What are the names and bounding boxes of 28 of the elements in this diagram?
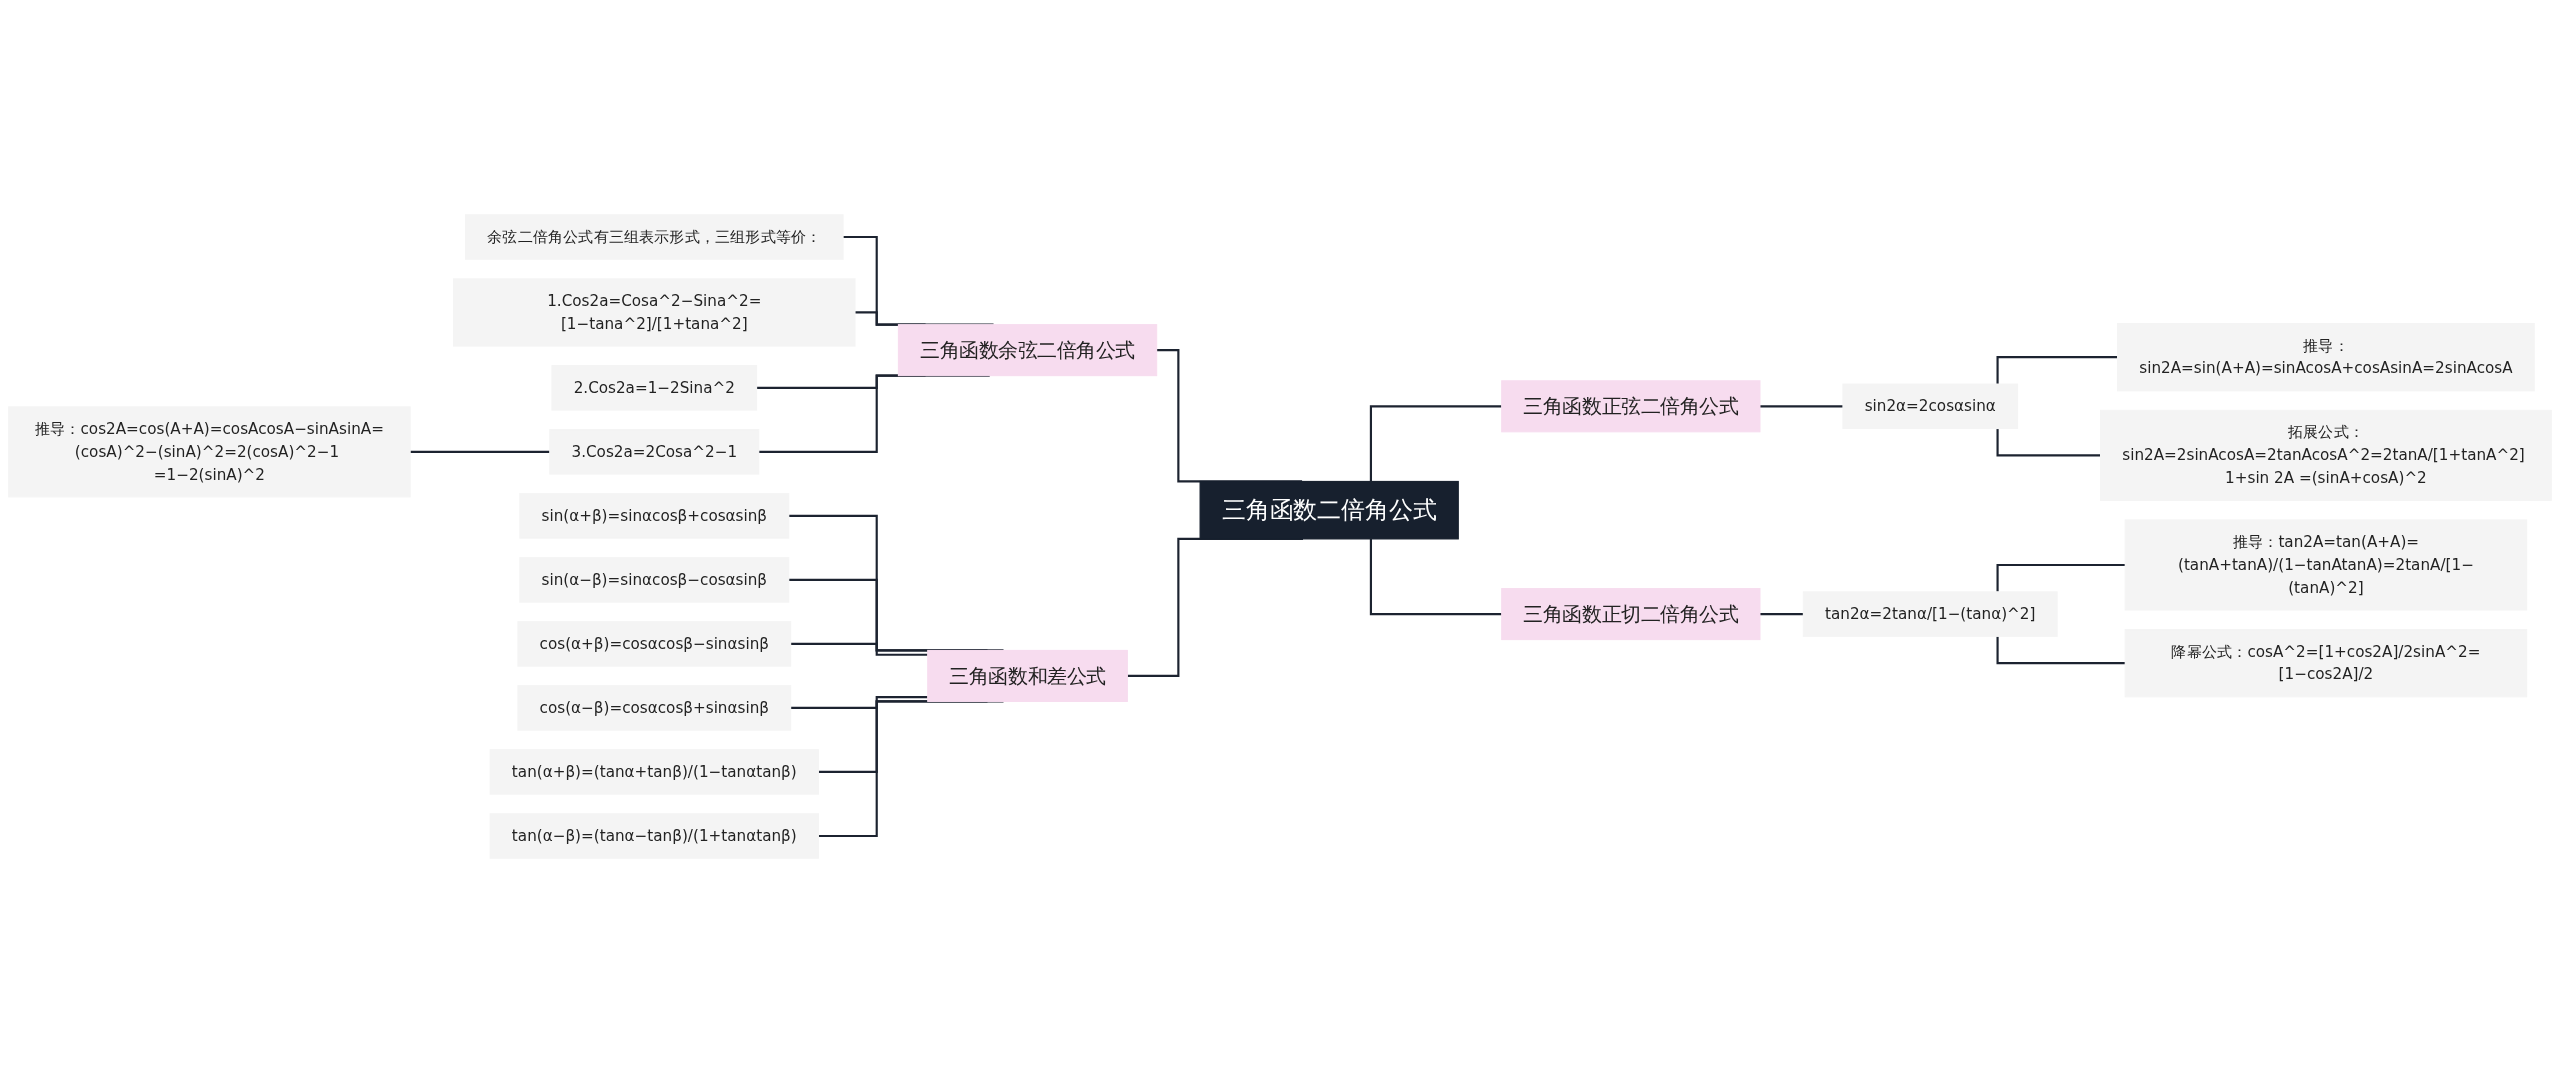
- node-box: sin(α−β)=sinαcosβ−cosαsinβ: [519, 557, 790, 603]
- node-box: cos(α+β)=cosαcosβ−sinαsinβ: [517, 621, 792, 667]
- node-box: 余弦二倍角公式有三组表示形式，三组形式等价：: [464, 214, 844, 260]
- node-box: 推导：tan2A=tan(A+A)=(tanA+tanA)/(1−tanAtanA)=2tanA/[1−(tanA)^2]: [2124, 519, 2528, 611]
- node-box: 3.Cos2a=2Cosa^2−1: [549, 429, 760, 475]
- connector: [1996, 428, 2101, 457]
- node-box: 拓展公式：sin2A=2sinAcosA=2tanAcosA^2=2tanA/[1+tanA^2] 1+sin 2A =(sinA+cosA)^2: [2100, 409, 2552, 501]
- node-box: cos(α−β)=cosαcosβ+sinαsinβ: [517, 685, 792, 731]
- node-box: 三角函数正弦二倍角公式: [1501, 380, 1761, 433]
- node-box: tan(α+β)=(tanα+tanβ)/(1−tanαtanβ): [489, 749, 819, 795]
- node-box: 推导：sin2A=sin(A+A)=sinAcosA+cosAsinA=2sinAcosA: [2117, 323, 2535, 392]
- node-box: sin(α+β)=sinαcosβ+cosαsinβ: [519, 493, 790, 539]
- node-box: 2.Cos2a=1−2Sina^2: [551, 365, 758, 411]
- connector: [1996, 356, 2118, 385]
- node-box: 三角函数正切二倍角公式: [1501, 588, 1761, 641]
- node-box: 三角函数二倍角公式: [1199, 480, 1459, 540]
- connector: [1996, 636, 2126, 665]
- node-box: 推导：cos2A=cos(A+A)=cosAcosA−sinAsinA=(cosA)^2−(sinA)^2=2(cosA)^2−1 =1−2(sinA)^2: [8, 406, 411, 498]
- connector: [1369, 405, 1502, 482]
- node-box: 三角函数和差公式: [927, 649, 1128, 702]
- node-box: 降幂公式：cosA^2=[1+cos2A]/2sinA^2=[1−cos2A]/2: [2124, 629, 2528, 698]
- connector: [1369, 538, 1502, 616]
- node-box: sin2α=2cosαsinα: [1842, 383, 2019, 430]
- node-box: 1.Cos2a=Cosa^2−Sina^2=[1−tana^2]/[1+tana^2]: [453, 278, 856, 347]
- connector: [1996, 563, 2126, 592]
- node-box: tan(α−β)=(tanα−tanβ)/(1+tanαtanβ): [489, 813, 819, 859]
- node-box: 三角函数余弦二倍角公式: [897, 324, 1158, 377]
- node-box: tan2α=2tanα/[1−(tanα)^2]: [1802, 591, 2058, 637]
